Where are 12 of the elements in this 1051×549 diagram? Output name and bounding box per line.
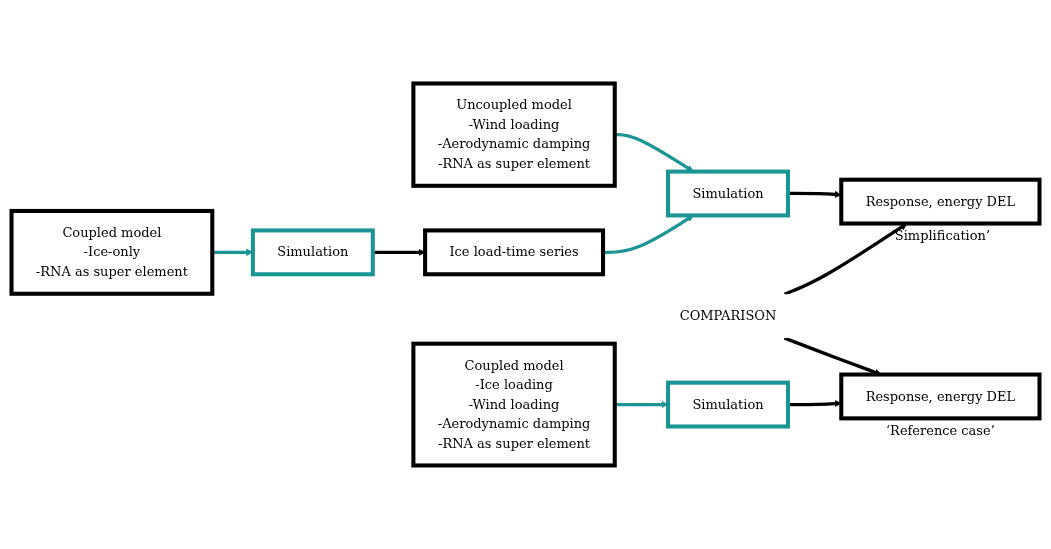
- node-box: Coupled model -Ice-only -RNA as super element: [9, 208, 215, 296]
- node-box: Simulation: [250, 228, 375, 277]
- node-label: ‘Simplification’: [890, 227, 991, 243]
- node-box: Response, energy DEL: [839, 177, 1042, 226]
- node-text: COMPARISON: [679, 307, 777, 324]
- node-box: Coupled model -Ice loading -Wind loading -Aerodynamic damping -RNA as super element: [411, 341, 617, 468]
- node-box: Simulation: [666, 380, 790, 429]
- node-box: Response, energy DEL: [839, 372, 1042, 421]
- node-label: ‘Reference case’: [886, 422, 995, 438]
- node-box: Uncoupled model -Wind loading -Aerodynamic damping -RNA as super element: [411, 81, 617, 188]
- node-box: Ice load-time series: [423, 228, 606, 277]
- node-box: Simulation: [666, 169, 790, 218]
